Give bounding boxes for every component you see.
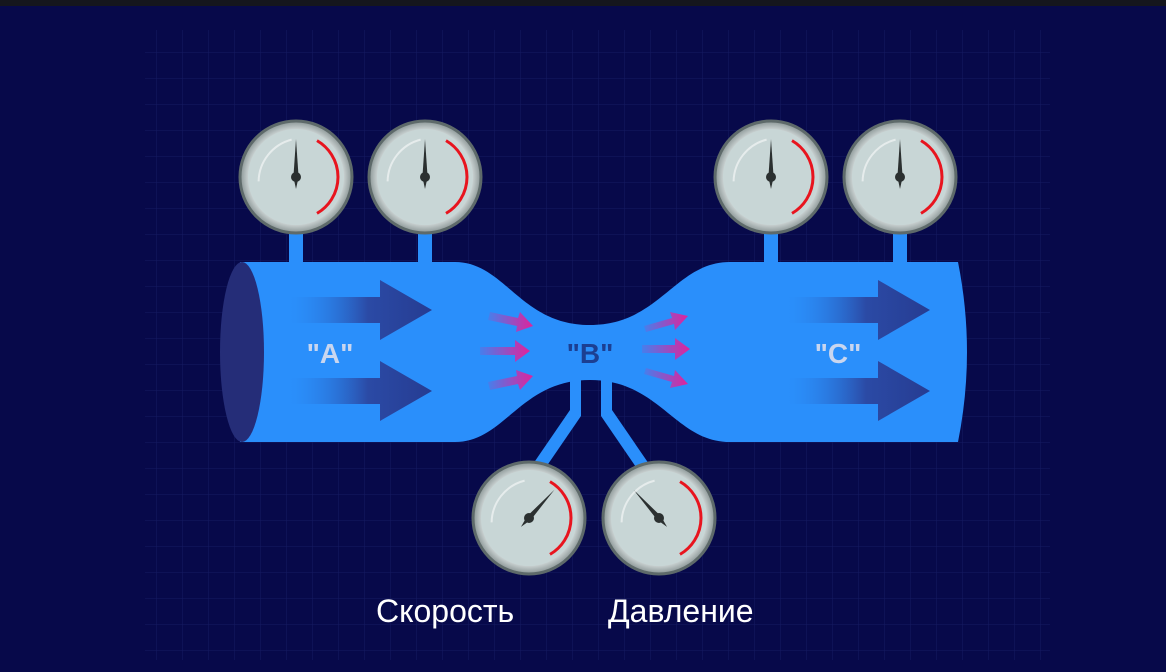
gauge-a-speed bbox=[238, 119, 354, 235]
gauge-glare bbox=[490, 479, 525, 523]
gauge-hub bbox=[654, 513, 664, 523]
gauge-glare bbox=[386, 138, 421, 182]
gauge-b-speed bbox=[471, 460, 587, 576]
gauge-glare bbox=[732, 138, 767, 182]
constriction-arrow bbox=[644, 312, 688, 332]
gauge-scale bbox=[791, 139, 815, 215]
top-bar bbox=[0, 0, 1166, 6]
flow-arrow bbox=[290, 280, 432, 340]
gauge-scale bbox=[679, 480, 703, 556]
flow-arrows-c bbox=[788, 280, 930, 421]
gauge-hub bbox=[524, 513, 534, 523]
gauge-glare bbox=[620, 479, 655, 523]
section-label-a: "A" bbox=[307, 338, 354, 369]
gauge-a-pressure bbox=[367, 119, 483, 235]
flow-arrow bbox=[290, 361, 432, 421]
constriction-arrow bbox=[488, 370, 533, 390]
section-label-c: "C" bbox=[815, 338, 862, 369]
gauges bbox=[238, 119, 958, 576]
gauge-glare bbox=[861, 138, 896, 182]
gauge-scale bbox=[445, 139, 469, 215]
gauge-scale bbox=[920, 139, 944, 215]
gauge-hub bbox=[766, 172, 776, 182]
gauge-c-speed bbox=[713, 119, 829, 235]
gauge-hub bbox=[420, 172, 430, 182]
constriction-arrow bbox=[642, 338, 690, 360]
constriction-arrow bbox=[488, 312, 533, 332]
constriction-arrow bbox=[480, 340, 530, 362]
gauge-c-pressure bbox=[842, 119, 958, 235]
constriction-arrows-out bbox=[642, 312, 690, 388]
label-pressure: Давление bbox=[608, 593, 754, 629]
constriction-arrow bbox=[644, 368, 688, 388]
gauge-hub bbox=[895, 172, 905, 182]
flow-arrow bbox=[788, 280, 930, 340]
gauge-scale bbox=[316, 139, 340, 215]
gauge-hub bbox=[291, 172, 301, 182]
label-speed: Скорость bbox=[376, 593, 515, 629]
gauge-glare bbox=[257, 138, 292, 182]
pipe-entrance bbox=[220, 262, 264, 442]
gauge-scale bbox=[549, 480, 573, 556]
constriction-arrows-in bbox=[480, 312, 533, 390]
section-label-b: "B" bbox=[567, 338, 614, 369]
flow-arrows-a bbox=[290, 280, 432, 421]
gauge-b-pressure bbox=[601, 460, 717, 576]
flow-arrow bbox=[788, 361, 930, 421]
